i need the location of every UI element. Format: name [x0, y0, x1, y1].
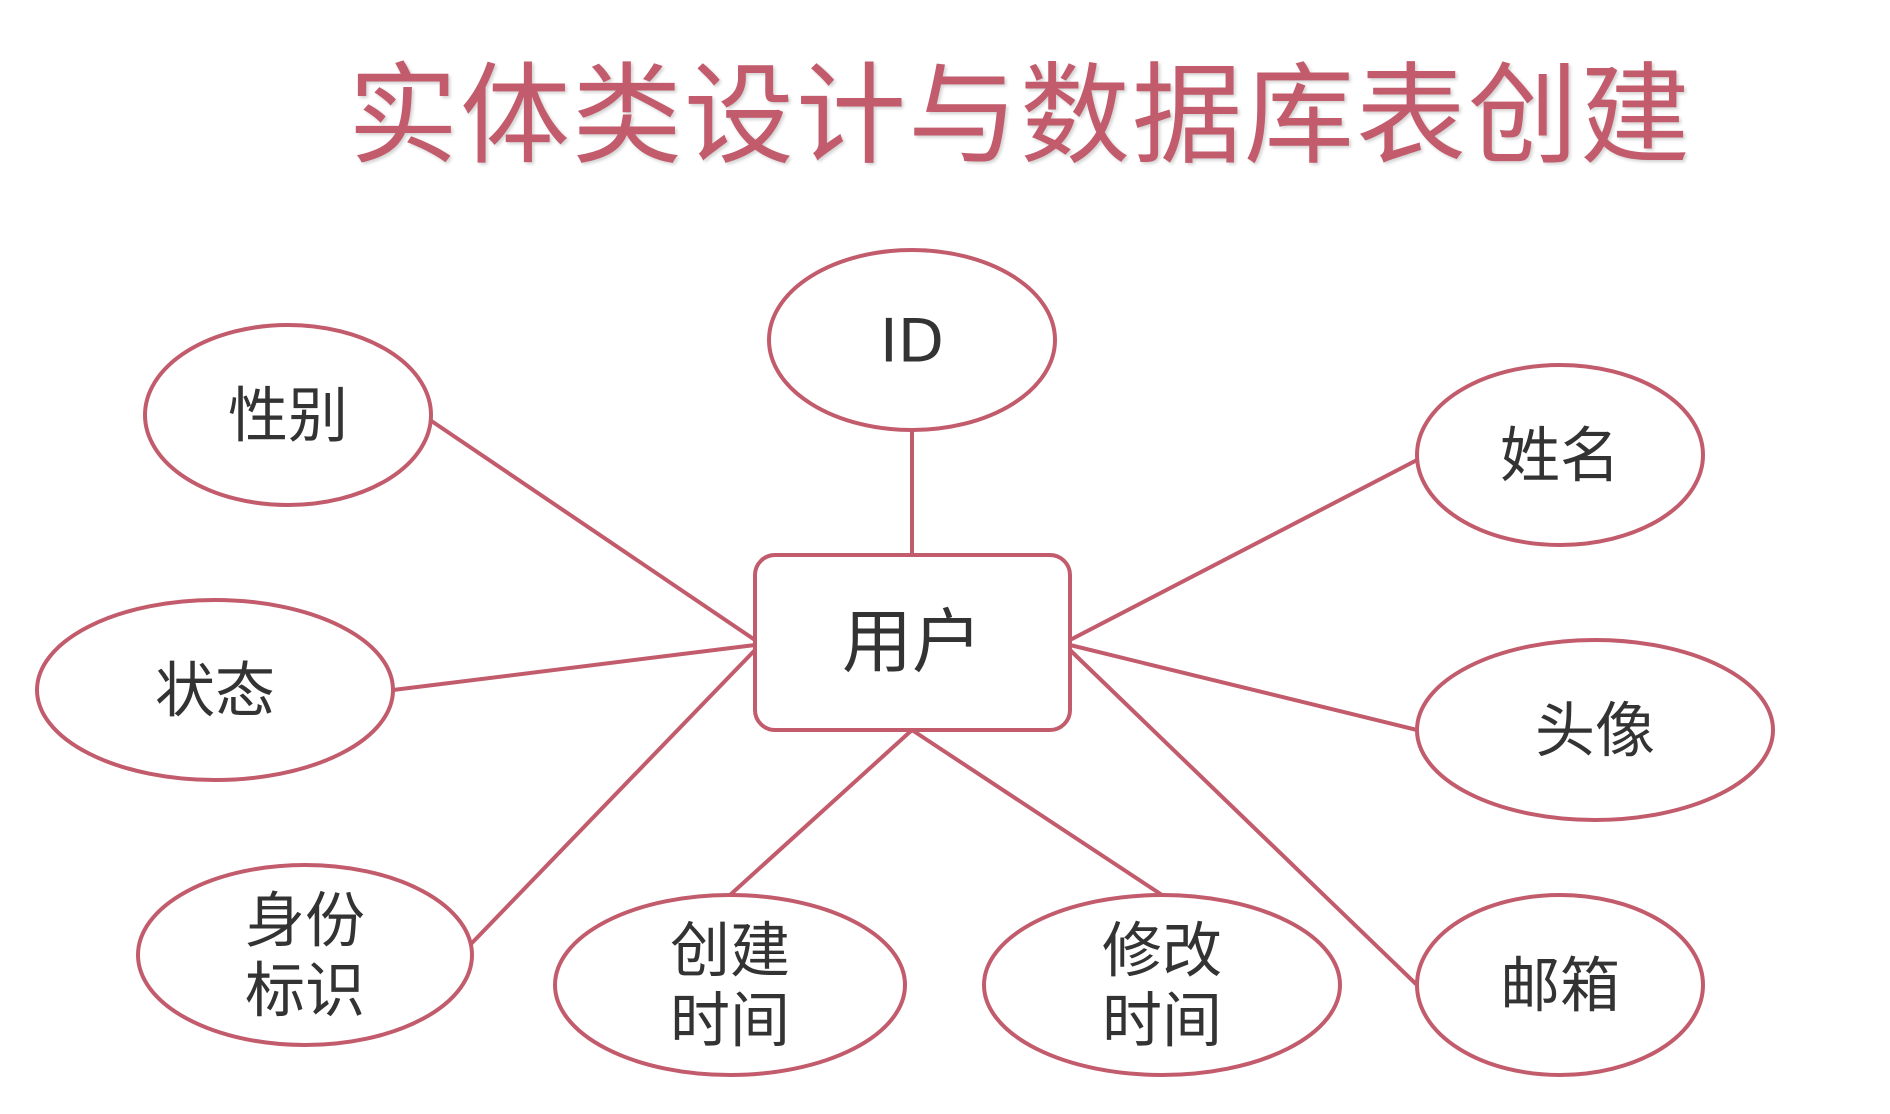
- attribute-ellipse-modified: [982, 893, 1342, 1077]
- attribute-ellipse-avatar: [1415, 638, 1775, 822]
- attribute-label-modified-line-2: 时间: [1102, 987, 1222, 1057]
- attribute-label-gender: 性别: [228, 382, 348, 452]
- attribute-ellipse-name: [1415, 363, 1705, 547]
- attribute-node-id: ID: [767, 248, 1057, 432]
- attribute-label-email: 邮箱: [1500, 952, 1620, 1022]
- entity-box: [753, 553, 1072, 732]
- attribute-label-status: 状态: [155, 657, 275, 727]
- edge-name: [1069, 458, 1418, 642]
- attribute-label-identity-line-2: 标识: [245, 957, 365, 1027]
- edge-avatar: [1069, 643, 1418, 732]
- attribute-ellipse-email: [1415, 893, 1705, 1077]
- edge-status: [392, 643, 756, 692]
- edge-modified: [910, 728, 1164, 897]
- attribute-node-gender: 性别: [143, 323, 433, 507]
- slide-title: 实体类设计与数据库表创建: [348, 52, 1692, 180]
- entity-label: 用户: [842, 601, 982, 683]
- attribute-node-status: 状态: [35, 598, 395, 782]
- entity-node: 用户: [753, 553, 1072, 732]
- edge-identity: [468, 648, 757, 947]
- attribute-ellipse-id: [767, 248, 1057, 432]
- attribute-label-identity-line-1: 身份: [245, 887, 365, 957]
- edge-created: [728, 728, 914, 897]
- nodes-group: 用户 ID性别姓名状态头像身份标识创建时间修改时间邮箱: [35, 248, 1775, 1077]
- edge-email: [1068, 648, 1419, 987]
- edges-group: [392, 418, 1419, 987]
- attribute-label-created-line-1: 创建: [670, 917, 790, 987]
- attribute-label-name: 姓名: [1500, 422, 1620, 492]
- attribute-ellipse-gender: [143, 323, 433, 507]
- attribute-ellipse-created: [553, 893, 907, 1077]
- edge-gender: [428, 418, 757, 642]
- attribute-ellipse-identity: [136, 863, 474, 1047]
- attribute-ellipse-status: [35, 598, 395, 782]
- attribute-label-modified-line-1: 修改: [1102, 917, 1222, 987]
- attribute-node-avatar: 头像: [1415, 638, 1775, 822]
- attribute-label-avatar: 头像: [1535, 697, 1655, 767]
- attribute-node-email: 邮箱: [1415, 893, 1705, 1077]
- attribute-node-name: 姓名: [1415, 363, 1705, 547]
- attribute-label-created-line-2: 时间: [670, 987, 790, 1057]
- attribute-label-id: ID: [880, 307, 944, 377]
